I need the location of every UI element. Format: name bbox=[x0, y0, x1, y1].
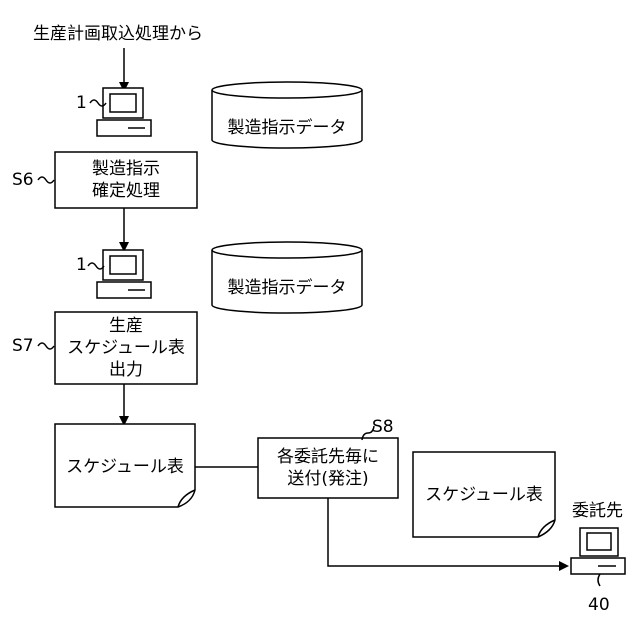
leader-terminal-40 bbox=[598, 574, 600, 586]
leader-s7 bbox=[38, 343, 54, 349]
leader-s6 bbox=[38, 177, 54, 183]
step-s8-line2: 送付(発注) bbox=[287, 468, 368, 490]
step-ref-s8: S8 bbox=[372, 416, 394, 438]
leader-terminal-2 bbox=[88, 263, 104, 269]
contractor-label: 委託先 bbox=[572, 500, 623, 522]
step-s8-text: 各委託先毎に 送付(発注) bbox=[258, 438, 398, 498]
terminal-ref-label: 1 bbox=[76, 92, 87, 114]
contractor-terminal-icon bbox=[571, 528, 625, 574]
document-label: スケジュール表 bbox=[413, 484, 555, 506]
step-ref-s6: S6 bbox=[12, 169, 34, 191]
step-s6-text: 製造指示 確定処理 bbox=[55, 152, 197, 208]
step-s6-line2: 確定処理 bbox=[92, 180, 160, 202]
step-s7-line2: スケジュール表 bbox=[67, 337, 185, 359]
step-s8-line1: 各委託先毎に bbox=[277, 446, 379, 468]
step-s6-line1: 製造指示 bbox=[92, 158, 160, 180]
terminal-ref-label: 1 bbox=[76, 254, 87, 276]
step-s7-text: 生産 スケジュール表 出力 bbox=[55, 312, 197, 384]
step-ref-s7: S7 bbox=[12, 335, 34, 357]
database-label: 製造指示データ bbox=[212, 117, 362, 139]
document-label: スケジュール表 bbox=[55, 456, 195, 478]
input-source-label: 生産計画取込処理から bbox=[33, 23, 203, 45]
terminal-ref-label: 40 bbox=[588, 594, 610, 616]
computer-terminal-icon bbox=[97, 250, 151, 298]
step-s7-line3: 出力 bbox=[109, 359, 143, 381]
step-s7-line1: 生産 bbox=[109, 315, 143, 337]
computer-terminal-icon bbox=[97, 88, 151, 136]
database-label: 製造指示データ bbox=[212, 277, 362, 299]
